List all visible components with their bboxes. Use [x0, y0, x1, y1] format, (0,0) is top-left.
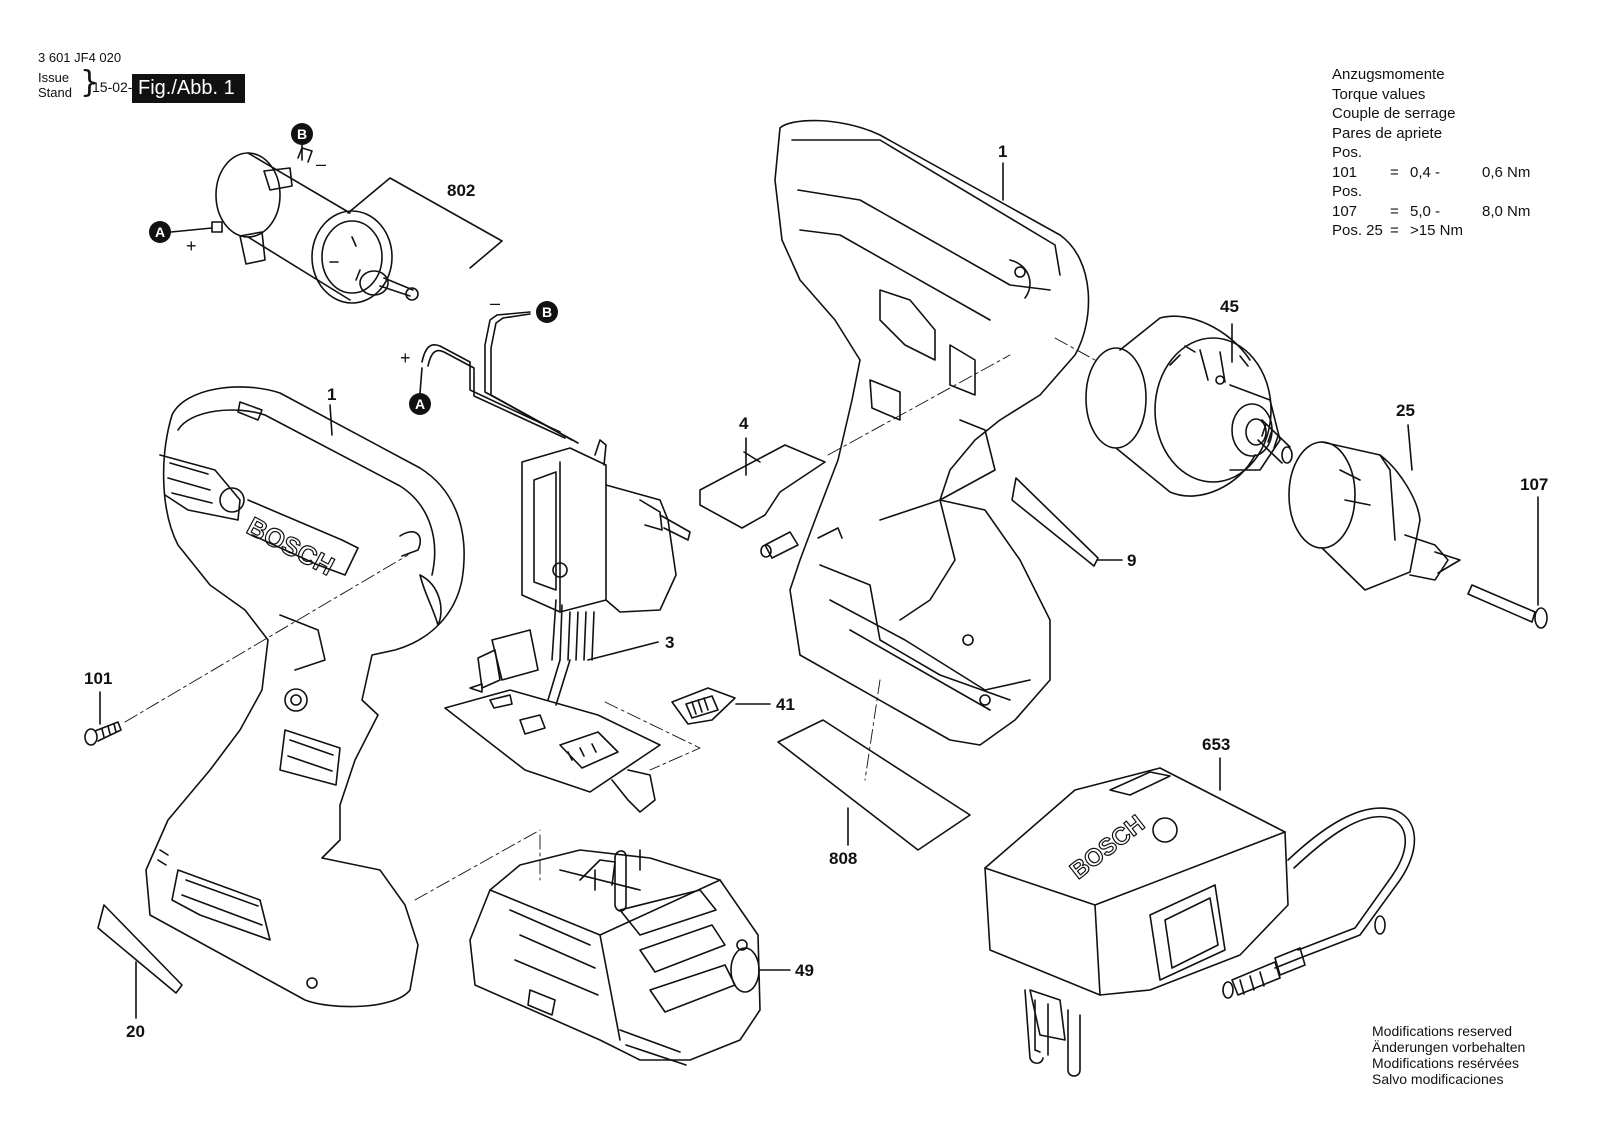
part-label-20: 20	[126, 1022, 145, 1041]
mod-line-de: Änderungen vorbehalten	[1372, 1039, 1526, 1055]
part-label-25: 25	[1396, 401, 1415, 420]
label-808	[777, 719, 971, 851]
axis-line-20	[414, 829, 541, 901]
minus-sign: –	[490, 293, 500, 313]
stand-label: Stand	[38, 85, 72, 100]
badge-label-b: B	[542, 304, 552, 320]
mod-line-es: Salvo modificaciones	[1372, 1071, 1504, 1087]
part-label-41: 41	[776, 695, 795, 714]
charger-brand-logo: BOSCH	[1065, 810, 1150, 885]
torque-pos: Pos. 101	[1332, 144, 1363, 181]
brand-logo: BOSCH	[242, 511, 339, 582]
axis-line-101	[124, 554, 409, 723]
housing-half-left: BOSCH	[145, 386, 465, 1008]
leader-802	[347, 177, 503, 269]
torque-min: >15 Nm	[1410, 222, 1463, 239]
dc-plug	[1222, 915, 1386, 999]
torque-title-de: Anzugsmomente	[1332, 66, 1445, 83]
figure-label: Fig./Abb. 1	[132, 74, 245, 103]
brace: }	[80, 65, 100, 100]
torque-pos: Pos. 107	[1332, 183, 1363, 220]
torque-title-fr: Couple de serrage	[1332, 105, 1456, 122]
screw-107	[1467, 584, 1548, 629]
badge-label-a: A	[155, 224, 165, 240]
torque-min: 0,4 -	[1410, 163, 1441, 181]
leader-1-left	[329, 404, 333, 436]
part-label-45: 45	[1220, 297, 1239, 316]
part-label-101: 101	[84, 669, 112, 688]
torque-pos: Pos. 25	[1332, 222, 1383, 239]
minus-sign: –	[316, 154, 326, 174]
housing-half-right	[760, 119, 1090, 746]
connector-a-left: A +	[149, 221, 213, 256]
part-label-3: 3	[665, 633, 674, 652]
indicator-label-41	[671, 687, 736, 725]
wires	[421, 311, 579, 444]
torque-row: Pos. 25 = >15 Nm	[1332, 221, 1530, 241]
part-label-4: 4	[739, 414, 749, 433]
torque-eq: =	[1390, 222, 1399, 239]
torque-title-es: Pares de apriete	[1332, 124, 1443, 142]
document-code: 3 601 JF4 020	[38, 50, 122, 65]
mod-line-fr: Modifications resérvées	[1372, 1055, 1520, 1071]
axis-line-45	[1054, 337, 1096, 361]
part-label-9: 9	[1127, 551, 1136, 570]
torque-max: 8,0 Nm	[1482, 202, 1531, 220]
part-label-802: 802	[447, 181, 475, 200]
torque-row: Pos. 107 = 5,0 - 8,0 Nm	[1332, 182, 1530, 221]
torque-title-en: Torque values	[1332, 85, 1426, 103]
axis-line-4	[827, 354, 1011, 456]
axis-line-808	[864, 679, 881, 781]
label-4	[699, 444, 826, 529]
torque-min: 5,0 -	[1410, 202, 1441, 220]
part-label-1-right: 1	[998, 142, 1007, 161]
leader-25	[1407, 424, 1413, 471]
issue-labels: Issue Stand	[38, 70, 72, 100]
axis-line-41	[604, 701, 701, 771]
modifications-note: Modifications reserved Änderungen vorbeh…	[1372, 1023, 1525, 1087]
badge-label-b: B	[297, 126, 307, 142]
charger-cable-inner	[1293, 815, 1406, 951]
part-label-653: 653	[1202, 735, 1230, 754]
part-label-1-left: 1	[327, 385, 336, 404]
charger-653: BOSCH	[984, 767, 1289, 1077]
torque-table: Anzugsmomente Torque values Couple de se…	[1332, 65, 1530, 241]
switch-module-3	[444, 439, 691, 813]
connector-b-wire: B –	[490, 293, 558, 323]
connector-b-top: B –	[291, 123, 326, 174]
torque-max: 0,6 Nm	[1482, 163, 1531, 181]
gearbox-45	[1085, 315, 1293, 497]
part-label-49: 49	[795, 961, 814, 980]
leader-3	[587, 641, 659, 661]
chuck-25	[1288, 441, 1461, 591]
battery-pack-49	[469, 849, 761, 1066]
motor-802	[211, 147, 419, 304]
label-20	[97, 904, 183, 994]
torque-eq: =	[1390, 202, 1399, 220]
part-label-808: 808	[829, 849, 857, 868]
plus-sign: +	[400, 348, 411, 368]
issue-label: Issue	[38, 70, 70, 85]
part-label-107: 107	[1520, 475, 1548, 494]
torque-eq: =	[1390, 163, 1399, 181]
badge-label-a: A	[415, 396, 425, 412]
charger-cable	[1274, 807, 1416, 969]
mod-line-en: Modifications reserved	[1372, 1023, 1513, 1039]
torque-row: Pos. 101 = 0,4 - 0,6 Nm	[1332, 143, 1530, 182]
connector-a-wire: A +	[400, 348, 431, 415]
plus-sign: +	[186, 236, 197, 256]
label-9	[1011, 477, 1099, 567]
screw-101	[84, 721, 122, 746]
